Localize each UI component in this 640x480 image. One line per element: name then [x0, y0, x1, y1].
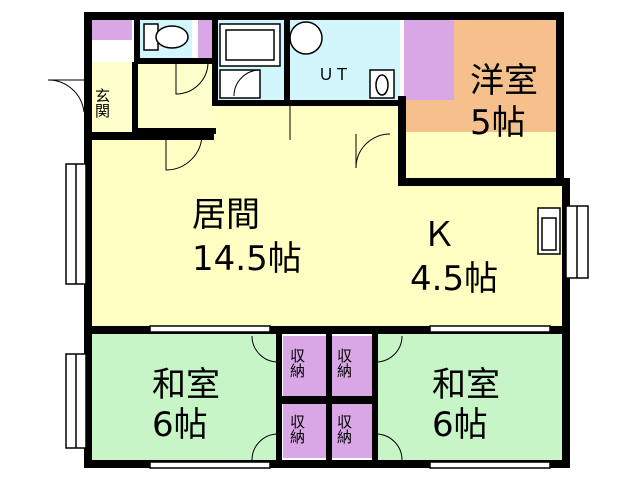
- japanese-room-right-label: 和室: [432, 365, 500, 405]
- washbasin-icon: [369, 69, 395, 99]
- walls: [84, 12, 570, 468]
- kitchen-sink-icon: [537, 207, 561, 255]
- living-room-size: 14.5帖: [192, 239, 302, 279]
- western-room-size: 5帖: [470, 103, 526, 143]
- hall-area: [138, 62, 216, 132]
- living-upper-area: [216, 102, 562, 184]
- ut-label: ＵＴ: [318, 65, 350, 84]
- living-room-label: 居間: [192, 195, 260, 235]
- entrance-area: [92, 62, 138, 132]
- storage-4-label: 収納: [335, 414, 353, 445]
- toilet-icon: [143, 23, 189, 51]
- storage-1-label: 収納: [288, 348, 306, 379]
- japanese-room-left-size: 6帖: [152, 405, 208, 445]
- storage-2-label: 収納: [335, 348, 353, 379]
- japanese-room-right-size: 6帖: [432, 405, 488, 445]
- window-icon: [65, 163, 589, 469]
- kitchen-label: Ｋ: [422, 215, 456, 255]
- japanese-room-right-area: [376, 332, 562, 460]
- washing-machine-icon: [289, 21, 323, 55]
- storage-4: [331, 404, 373, 458]
- storage-3-label: 収納: [288, 414, 306, 445]
- storage-2: [331, 336, 373, 396]
- entrance-label: 玄関: [93, 88, 111, 119]
- japanese-room-left-label: 和室: [152, 365, 220, 405]
- kitchen-size: 4.5帖: [410, 259, 498, 299]
- closet-strip-ut: [198, 20, 216, 60]
- storage-1: [283, 336, 327, 396]
- closet-strip-western-left: [404, 20, 454, 100]
- closet-strip-entrance: [92, 20, 132, 40]
- door-swing-icon: [47, 61, 403, 461]
- bathtub-icon: [219, 23, 281, 99]
- japanese-room-left-area: [92, 332, 278, 460]
- storage-3: [283, 404, 327, 458]
- western-room-label: 洋室: [470, 61, 538, 101]
